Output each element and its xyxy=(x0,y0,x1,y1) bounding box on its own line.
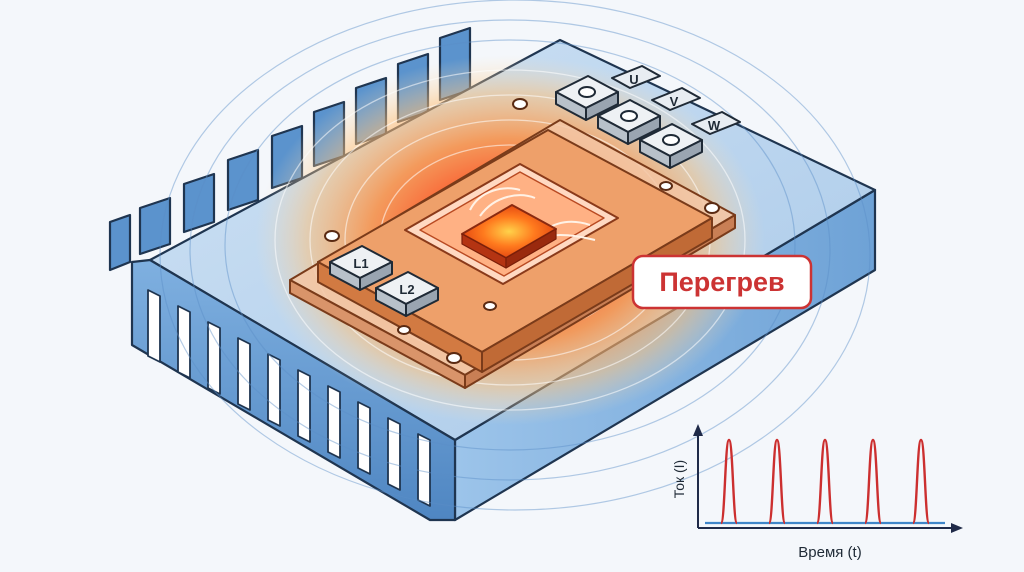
terminals-output: U V W xyxy=(555,65,741,169)
terminal-block-w xyxy=(639,123,703,169)
heatsink-fin-slots xyxy=(147,289,431,507)
terminals-input: L1 L2 xyxy=(329,245,439,317)
graph-ylabel: Ток (I) xyxy=(671,460,687,498)
pulse-layer xyxy=(719,438,931,525)
terminal-l2-label: L2 xyxy=(399,282,414,297)
terminal-block-l2 xyxy=(375,271,439,317)
current-time-graph: Ток (I) Время (t) xyxy=(671,424,963,561)
terminal-v-label: V xyxy=(670,94,679,109)
terminal-block-l1 xyxy=(329,245,393,291)
overheat-label: Перегрев xyxy=(659,267,784,297)
terminal-u-label: U xyxy=(629,72,638,87)
current-pulse-2 xyxy=(767,438,787,525)
graph-xlabel: Время (t) xyxy=(798,544,861,561)
cool-contours xyxy=(159,0,871,511)
current-pulse-3 xyxy=(815,438,835,525)
mounting-holes xyxy=(324,98,720,364)
terminal-uvw-strips xyxy=(611,65,741,135)
current-pulse-4 xyxy=(863,438,883,525)
terminal-w-label: W xyxy=(708,118,721,133)
graph-axes xyxy=(693,424,963,533)
current-pulse-5 xyxy=(911,438,931,525)
terminal-block-v xyxy=(597,99,661,145)
overheat-callout: Перегрев xyxy=(631,254,813,310)
terminal-l1-label: L1 xyxy=(353,256,368,271)
terminal-block-u xyxy=(555,75,619,121)
current-pulse-1 xyxy=(719,438,739,525)
